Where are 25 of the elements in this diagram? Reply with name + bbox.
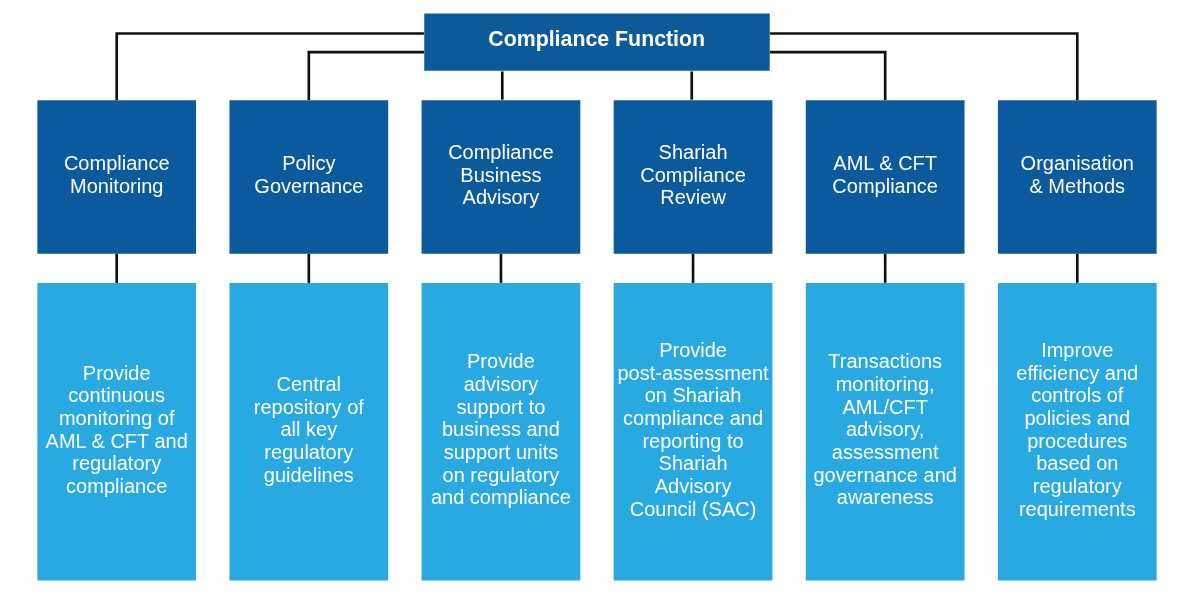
connector bbox=[307, 50, 424, 101]
connector bbox=[500, 71, 504, 100]
connector bbox=[307, 253, 311, 283]
connector bbox=[691, 253, 695, 283]
node-box: Central repository of all key regulatory guidelines bbox=[229, 283, 389, 581]
node-box: Shariah Compliance Review bbox=[613, 100, 773, 254]
connector bbox=[770, 32, 1079, 101]
node-box: Organisation & Methods bbox=[997, 100, 1157, 254]
connector bbox=[115, 32, 424, 101]
node-box: Compliance Function bbox=[424, 13, 770, 71]
connector bbox=[770, 50, 887, 101]
connector bbox=[499, 253, 503, 283]
node-box: Policy Governance bbox=[229, 100, 389, 254]
node-box: Provide post-assessment on Shariah compliance and reporting to Shariah Advisory Council (SAC) bbox=[613, 283, 773, 581]
node-box: Compliance Monitoring bbox=[37, 100, 197, 254]
node-box: AML & CFT Compliance bbox=[805, 100, 965, 254]
connector bbox=[883, 253, 887, 283]
node-box: Provide advisory support to business and support units on regulatory and compliance bbox=[421, 283, 581, 581]
node-box: Improve efficiency and controls of policies and procedures based on regulatory requirements bbox=[997, 283, 1157, 581]
connector bbox=[115, 253, 119, 283]
connector bbox=[1075, 253, 1079, 283]
node-box: Compliance Business Advisory bbox=[421, 100, 581, 254]
node-box: Transactions monitoring, AML/CFT advisory, assessment governance and awareness bbox=[805, 283, 965, 581]
connector bbox=[690, 71, 694, 100]
node-box: Provide continuous monitoring of AML & CFT and regulatory compliance bbox=[37, 283, 197, 581]
